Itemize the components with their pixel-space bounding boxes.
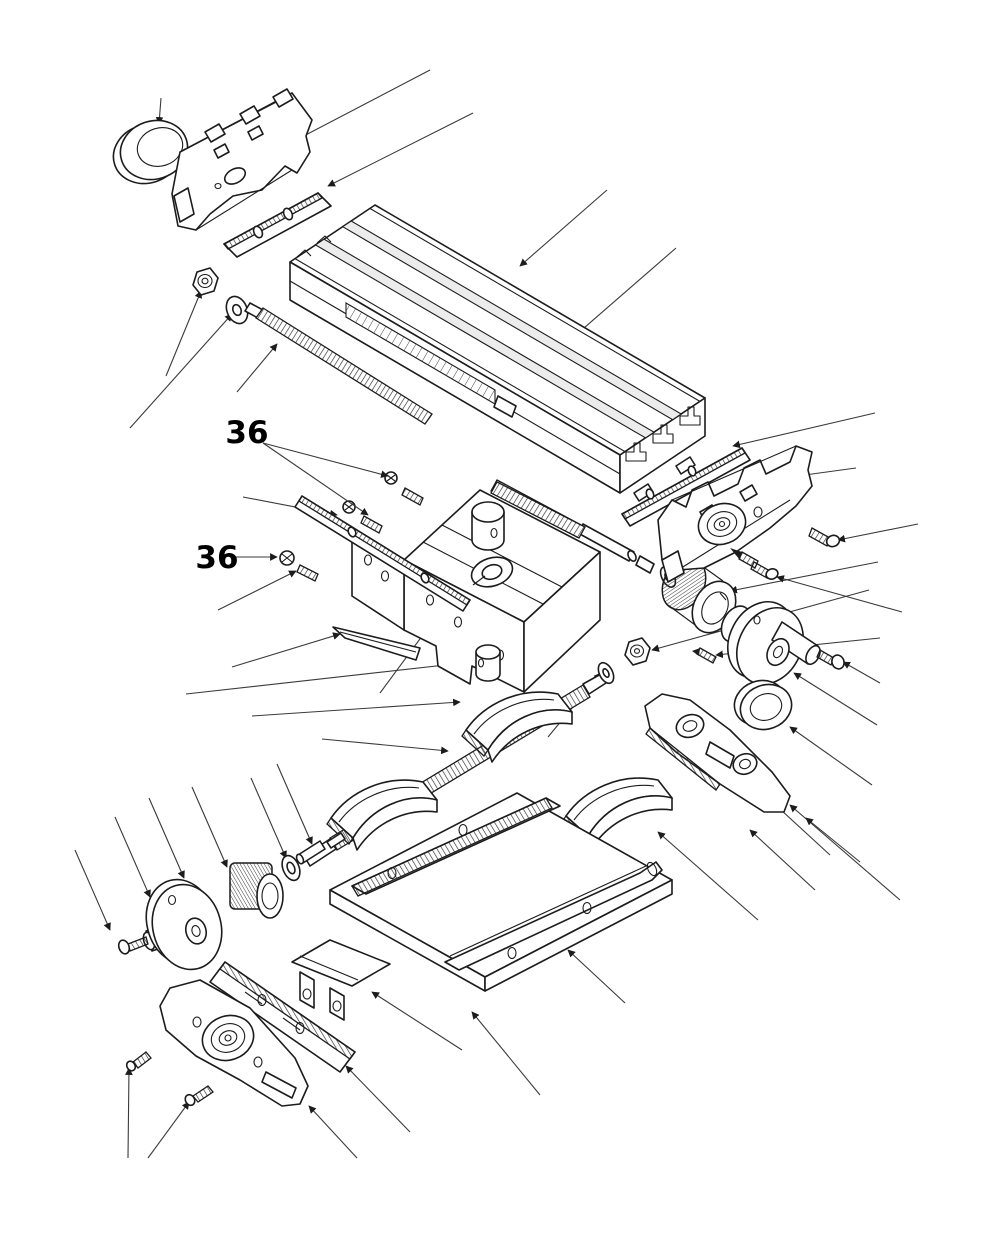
t-slot-profile	[625, 406, 701, 462]
flat-washer	[225, 295, 249, 325]
dovetail-rail-left	[351, 797, 561, 897]
spring-pin-right	[696, 647, 717, 664]
washer-y	[597, 661, 615, 685]
half-nut-ring	[470, 556, 514, 588]
handle-screw-head-left	[117, 939, 131, 955]
nut-boss-top	[471, 501, 505, 551]
bearing-boss-table	[697, 502, 747, 546]
mount-screws-left	[125, 1051, 214, 1107]
gib-wedge	[332, 626, 421, 661]
nut-boss-bottom	[475, 644, 501, 682]
saddle	[351, 481, 601, 693]
spacer-sleeve	[635, 555, 655, 574]
handle-screw-head	[831, 654, 845, 670]
hex-nut	[192, 267, 219, 296]
gib-strip-left	[294, 495, 471, 612]
cap-knob	[112, 119, 189, 185]
milling-table	[289, 204, 706, 502]
support-bracket-left	[159, 979, 309, 1107]
leadscrew-nut-clamp	[291, 939, 391, 1021]
gib-strip-right	[621, 447, 751, 527]
bearing-boss-right	[675, 713, 705, 739]
clamp-bar-rear	[209, 961, 356, 1073]
flat-washer-left	[281, 854, 301, 882]
table-end-bracket-right	[657, 445, 813, 583]
part-label-36-b: 36	[195, 540, 238, 576]
hex-nut-y	[624, 637, 651, 666]
handwheel-right	[692, 601, 845, 685]
gib-strip-top	[223, 192, 332, 258]
handle-screw-body-left	[127, 936, 149, 952]
set-screws-and-springs	[279, 471, 424, 582]
knob-right	[733, 679, 793, 731]
base-plate	[329, 792, 673, 992]
part-labels: 36 36	[195, 415, 389, 576]
dovetail-rail-right	[444, 861, 663, 971]
way-cover	[461, 691, 573, 763]
handle-screw-body	[816, 649, 835, 666]
support-bracket-right	[644, 693, 791, 813]
bracket-screws-right	[730, 527, 841, 580]
spacer-pins-left	[295, 832, 346, 865]
handwheel-left	[117, 878, 223, 971]
part-label-36-a: 36	[225, 415, 268, 451]
leader-lines	[74, 69, 919, 1159]
table-end-bracket-left	[171, 88, 313, 231]
graduated-dial-left	[229, 862, 284, 919]
